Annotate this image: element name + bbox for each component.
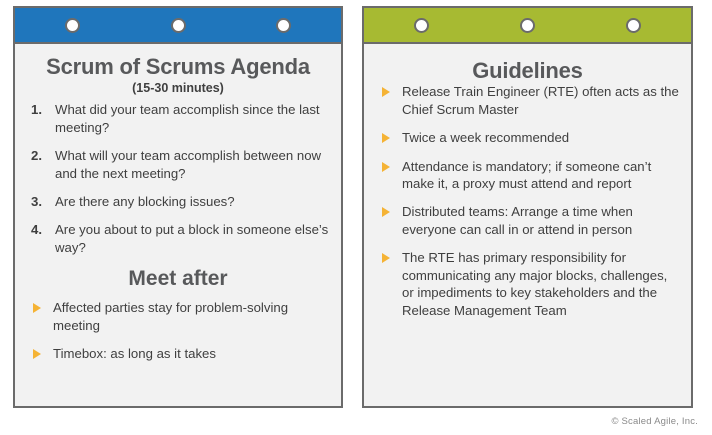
list-item: Release Train Engineer (RTE) often acts … — [376, 83, 679, 118]
binder-ring-icon — [64, 17, 80, 33]
list-item-label: Are you about to put a block in someone … — [55, 222, 329, 255]
panel-body-agenda: Scrum of Scrums Agenda (15-30 minutes) 1… — [15, 44, 341, 406]
list-item: The RTE has primary responsibility for c… — [376, 249, 679, 319]
triangle-bullet-icon — [382, 87, 390, 98]
list-item: Timebox: as long as it takes — [27, 345, 329, 362]
list-item-label: Distributed teams: Arrange a time when e… — [402, 204, 633, 237]
list-item-number: 4. — [31, 222, 42, 238]
triangle-bullet-icon — [33, 303, 41, 314]
page-subtitle-duration: (15-30 minutes) — [132, 81, 224, 96]
list-item-label: Are there any blocking issues? — [55, 193, 235, 209]
list-item: 1. What did your team accomplish since t… — [27, 101, 329, 136]
list-item-label: Attendance is mandatory; if someone can’… — [402, 158, 652, 191]
panel-body-guidelines: Guidelines Release Train Engineer (RTE) … — [364, 44, 691, 406]
guidelines-bullet-list: Release Train Engineer (RTE) often acts … — [376, 83, 679, 319]
copyright-notice: © Scaled Agile, Inc. — [611, 416, 698, 427]
section-title-meet-after: Meet after — [128, 267, 228, 291]
flipchart-panel-guidelines: Guidelines Release Train Engineer (RTE) … — [362, 6, 693, 408]
triangle-bullet-icon — [382, 253, 390, 264]
binder-ring-icon — [170, 17, 186, 33]
meet-after-bullet-list: Affected parties stay for problem-solvin… — [27, 299, 329, 362]
triangle-bullet-icon — [33, 349, 41, 360]
agenda-numbered-list: 1. What did your team accomplish since t… — [27, 101, 329, 256]
list-item-label: Release Train Engineer (RTE) often acts … — [402, 84, 679, 117]
page-title-agenda: Scrum of Scrums Agenda — [46, 54, 310, 79]
binder-ring-icon — [626, 17, 642, 33]
flipchart-panel-agenda: Scrum of Scrums Agenda (15-30 minutes) 1… — [13, 6, 343, 408]
list-item-label: What will your team accomplish between n… — [55, 148, 322, 181]
binder-ring-icon — [520, 17, 535, 33]
binder-ring-icon — [413, 17, 429, 33]
list-item: Distributed teams: Arrange a time when e… — [376, 203, 679, 238]
binder-ring-icon — [276, 17, 292, 33]
list-item-label: What did your team accomplish since the … — [55, 102, 320, 135]
list-item-number: 3. — [31, 193, 42, 209]
page-title-guidelines: Guidelines — [472, 58, 583, 83]
list-item: 4. Are you about to put a block in someo… — [27, 221, 329, 256]
panel-header-blue — [15, 8, 341, 44]
panel-header-green — [364, 8, 691, 44]
list-item: 2. What will your team accomplish betwee… — [27, 147, 329, 182]
list-item: Affected parties stay for problem-solvin… — [27, 299, 329, 334]
list-item: Attendance is mandatory; if someone can’… — [376, 158, 679, 193]
list-item-label: Twice a week recommended — [402, 130, 570, 146]
triangle-bullet-icon — [382, 161, 390, 172]
list-item-number: 1. — [31, 102, 42, 118]
list-item-label: Timebox: as long as it takes — [53, 346, 216, 362]
list-item-label: The RTE has primary responsibility for c… — [402, 250, 668, 318]
list-item: 3. Are there any blocking issues? — [27, 193, 329, 210]
list-item-label: Affected parties stay for problem-solvin… — [53, 300, 289, 333]
list-item-number: 2. — [31, 148, 42, 164]
triangle-bullet-icon — [382, 133, 390, 144]
list-item: Twice a week recommended — [376, 129, 679, 146]
triangle-bullet-icon — [382, 207, 390, 218]
